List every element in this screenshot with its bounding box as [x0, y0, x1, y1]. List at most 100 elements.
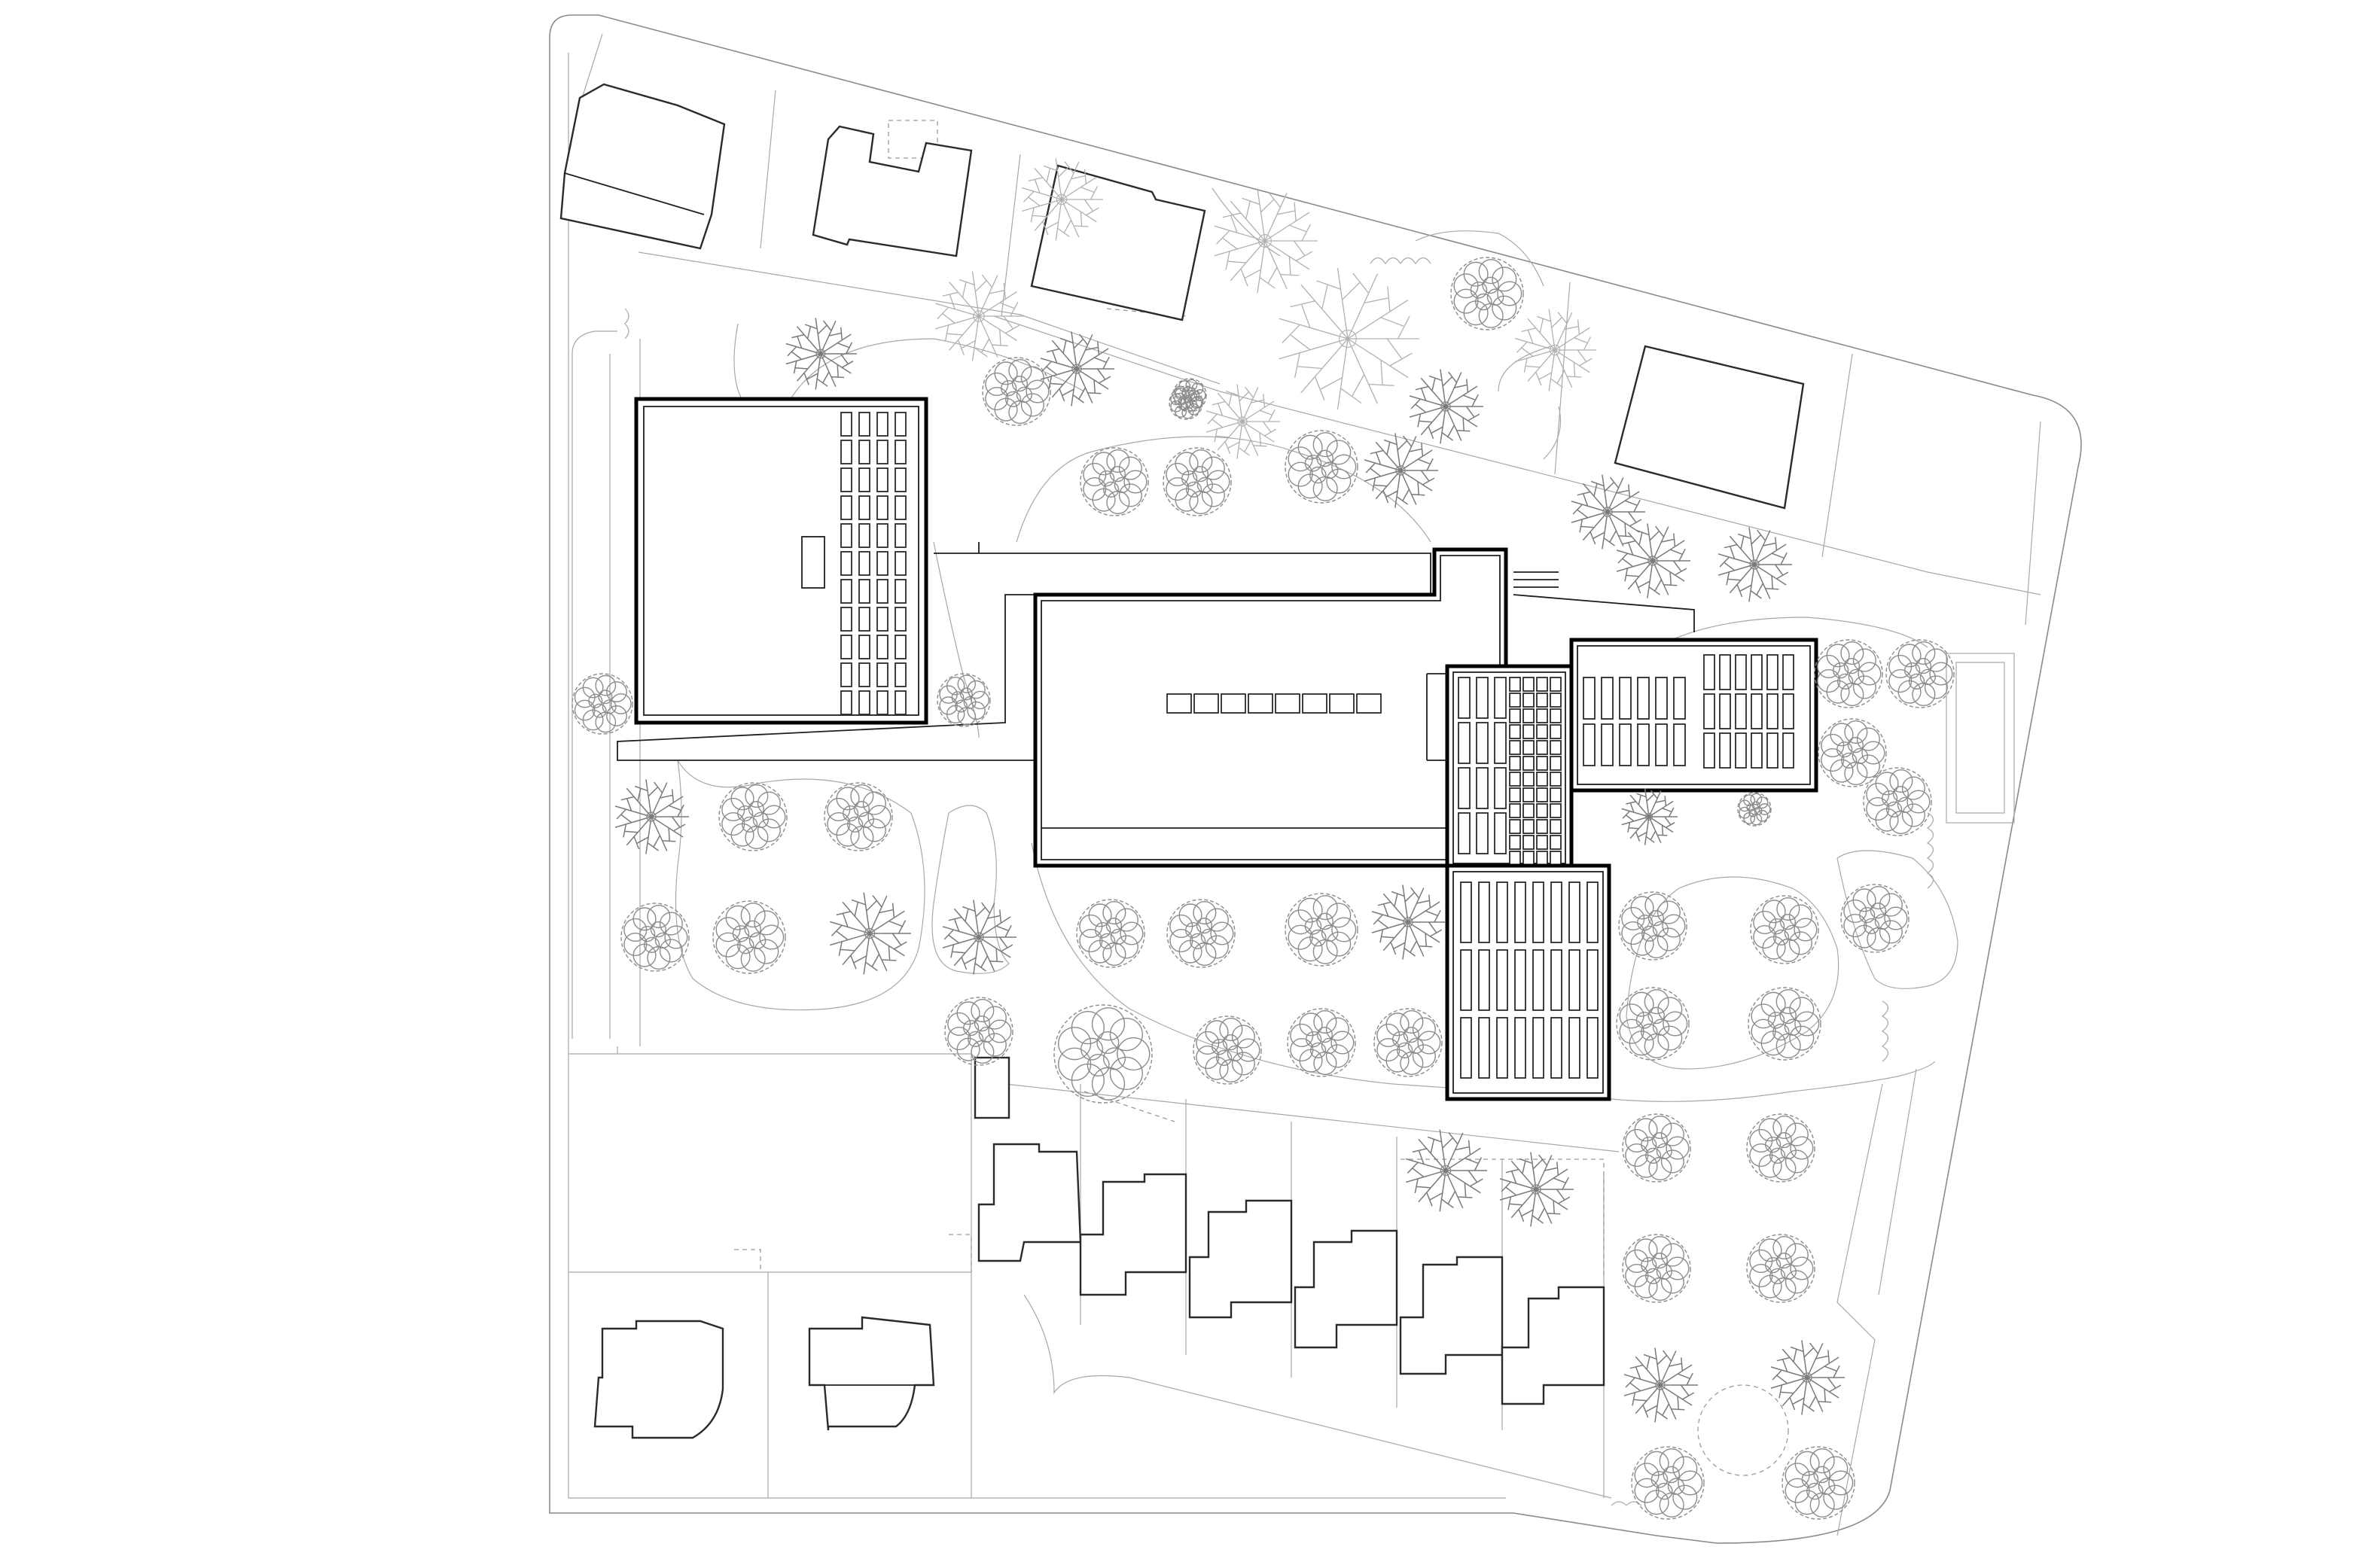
- site-boundary: [549, 14, 2082, 1544]
- tree-star: [785, 318, 857, 390]
- solar-panel: [1550, 881, 1562, 943]
- pv-array-east: [1583, 654, 1794, 769]
- solar-panel: [1655, 677, 1668, 720]
- tree-star: [942, 900, 1016, 975]
- solar-panel: [1509, 835, 1521, 850]
- solar-panel: [1522, 677, 1535, 692]
- tree-star: [1040, 331, 1114, 406]
- tree-round: [1622, 1113, 1691, 1183]
- tree-star: [829, 892, 911, 975]
- house-north-3: [1030, 164, 1206, 321]
- tree-round: [1169, 385, 1203, 420]
- solar-panel: [1703, 693, 1715, 729]
- solar-panel: [895, 440, 907, 464]
- solar-panel: [876, 495, 888, 520]
- solar-panel: [895, 635, 907, 659]
- solar-panel: [1460, 881, 1472, 943]
- solar-panel: [1655, 723, 1668, 766]
- solar-panel: [1536, 835, 1548, 850]
- solar-panel: [1766, 732, 1778, 769]
- solar-panel: [876, 523, 888, 548]
- solar-panel: [858, 412, 870, 437]
- tree-round: [1622, 1234, 1691, 1303]
- solar-panel: [1494, 677, 1507, 719]
- solar-panel: [1509, 819, 1521, 834]
- solar-panel: [858, 607, 870, 632]
- solar-panel: [1522, 756, 1535, 771]
- solar-panel: [858, 440, 870, 464]
- solar-panel: [1536, 677, 1548, 692]
- solar-panel: [1509, 740, 1521, 755]
- solar-panel: [876, 551, 888, 576]
- solar-panel: [1735, 732, 1747, 769]
- tree-star: [1205, 384, 1280, 459]
- solar-panel: [1522, 851, 1535, 866]
- solar-panel: [1496, 1017, 1508, 1079]
- tree-star: [1515, 309, 1596, 391]
- solar-panel: [1751, 732, 1763, 769]
- solar-panel: [1735, 654, 1747, 690]
- solar-panel: [1550, 1017, 1562, 1079]
- tree-round: [1053, 1004, 1153, 1104]
- solar-panel: [1703, 732, 1715, 769]
- solar-panel: [840, 635, 852, 659]
- solar-panel: [1550, 724, 1562, 739]
- solar-panel: [1673, 723, 1686, 766]
- tree-round: [1616, 987, 1690, 1061]
- solar-panel: [1494, 812, 1507, 854]
- house-north-2: [812, 125, 973, 257]
- solar-panel: [858, 467, 870, 492]
- solar-panel: [1766, 654, 1778, 690]
- solar-panel: [1719, 693, 1731, 729]
- solar-panel: [1522, 835, 1535, 850]
- parking-right: [1946, 653, 2015, 824]
- solar-panel: [858, 690, 870, 715]
- tree-star: [935, 271, 1024, 361]
- tree-round: [1782, 1446, 1855, 1520]
- solar-panel: [1458, 767, 1471, 809]
- solar-panel: [1460, 1017, 1472, 1079]
- skylight: [1166, 693, 1192, 714]
- solar-panel: [1522, 740, 1535, 755]
- solar-panel: [1476, 722, 1489, 764]
- tree-round: [1840, 884, 1910, 953]
- solar-panel: [1522, 819, 1535, 834]
- solar-panel: [1536, 724, 1548, 739]
- tree-round: [1748, 987, 1821, 1061]
- solar-panel: [1458, 722, 1471, 764]
- solar-panel: [1476, 677, 1489, 719]
- trees: [571, 158, 1955, 1520]
- solar-panel: [858, 495, 870, 520]
- solar-panel: [1536, 851, 1548, 866]
- solar-panel: [1751, 654, 1763, 690]
- annex: [974, 1056, 1010, 1119]
- skylight: [1302, 693, 1327, 714]
- solar-panel: [1532, 949, 1544, 1011]
- solar-panel: [876, 412, 888, 437]
- solar-panel: [1719, 732, 1731, 769]
- solar-panel: [1550, 787, 1562, 802]
- pv-array-west: [840, 412, 907, 715]
- solar-panel: [1509, 677, 1521, 692]
- skylight: [1329, 693, 1355, 714]
- tree-round: [712, 900, 786, 974]
- tree-star: [1022, 158, 1103, 241]
- solar-panel: [1586, 949, 1599, 1011]
- solar-panel: [1703, 654, 1715, 690]
- tree-round: [1863, 767, 1932, 836]
- solar-panel: [858, 551, 870, 576]
- tree-star: [1718, 527, 1792, 602]
- tree-round: [1163, 447, 1232, 516]
- tree-round: [1885, 639, 1955, 708]
- solar-panel: [895, 690, 907, 715]
- solar-panel: [876, 635, 888, 659]
- tree-star: [1409, 369, 1483, 444]
- solar-panel: [840, 523, 852, 548]
- tree-star: [1571, 474, 1645, 550]
- solar-panel: [1458, 677, 1471, 719]
- tree-star: [1405, 1129, 1487, 1212]
- solar-panel: [1619, 677, 1632, 720]
- pv-array-north-east: [1458, 677, 1562, 866]
- solar-panel: [1782, 654, 1794, 690]
